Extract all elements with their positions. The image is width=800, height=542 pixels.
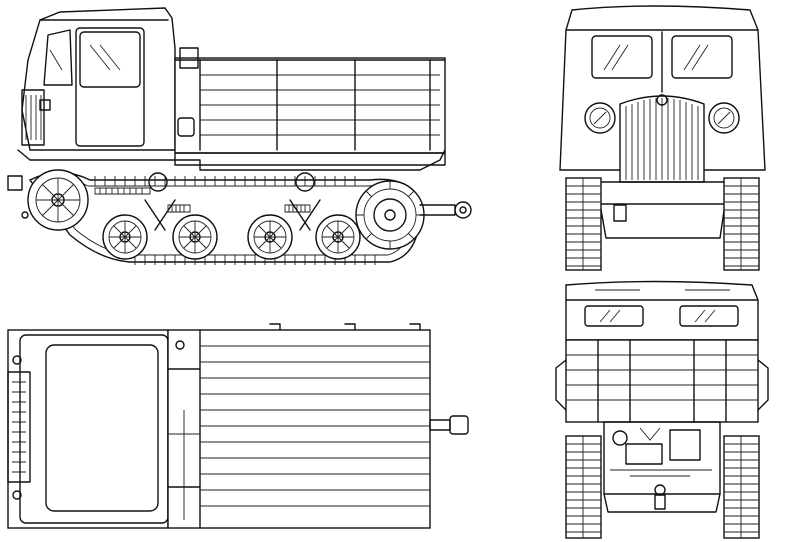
top-bed-planks (200, 345, 430, 507)
rear-left-track (565, 435, 602, 539)
rear-drivetrain (603, 421, 721, 513)
front-right-track (723, 177, 760, 271)
top-cab-roof (45, 344, 159, 512)
side-door (75, 27, 145, 147)
rear-right-track (723, 435, 760, 539)
rear-view (555, 280, 769, 539)
top-view (7, 323, 469, 529)
side-road-wheel-1 (102, 214, 148, 260)
front-left-track (565, 177, 602, 271)
top-cargo-bed (167, 329, 431, 529)
side-front-idler-wheel (27, 169, 89, 231)
front-right-headlight (708, 102, 740, 134)
front-tow-bracket (613, 204, 627, 222)
side-road-wheel-2 (172, 214, 218, 260)
rear-right-window (679, 305, 739, 327)
side-track-teeth (94, 176, 376, 265)
side-front-hook (21, 211, 29, 219)
side-suspension (94, 172, 321, 231)
side-view (7, 7, 472, 265)
side-tow-hook (419, 201, 472, 219)
side-chassis (17, 149, 446, 171)
side-front-bumper (7, 175, 23, 191)
front-bumper (599, 181, 726, 205)
rear-bed (555, 339, 769, 423)
side-road-wheel-3 (247, 214, 293, 260)
top-tow-bar (429, 415, 469, 435)
front-left-window (591, 35, 653, 79)
rear-left-window (584, 305, 644, 327)
top-cab (7, 329, 169, 529)
side-cab-door-window (79, 31, 141, 88)
front-grille (619, 94, 705, 183)
front-left-headlight (584, 102, 616, 134)
side-road-wheel-4 (315, 214, 361, 260)
rear-tow-hook (654, 494, 666, 510)
side-cab-front-window (43, 29, 73, 86)
side-cargo-bed (174, 47, 446, 166)
side-drive-sprocket (355, 180, 425, 250)
front-right-window (671, 35, 733, 79)
front-view (559, 5, 766, 271)
top-front-grille (7, 371, 31, 483)
side-hood-grille (21, 89, 51, 146)
